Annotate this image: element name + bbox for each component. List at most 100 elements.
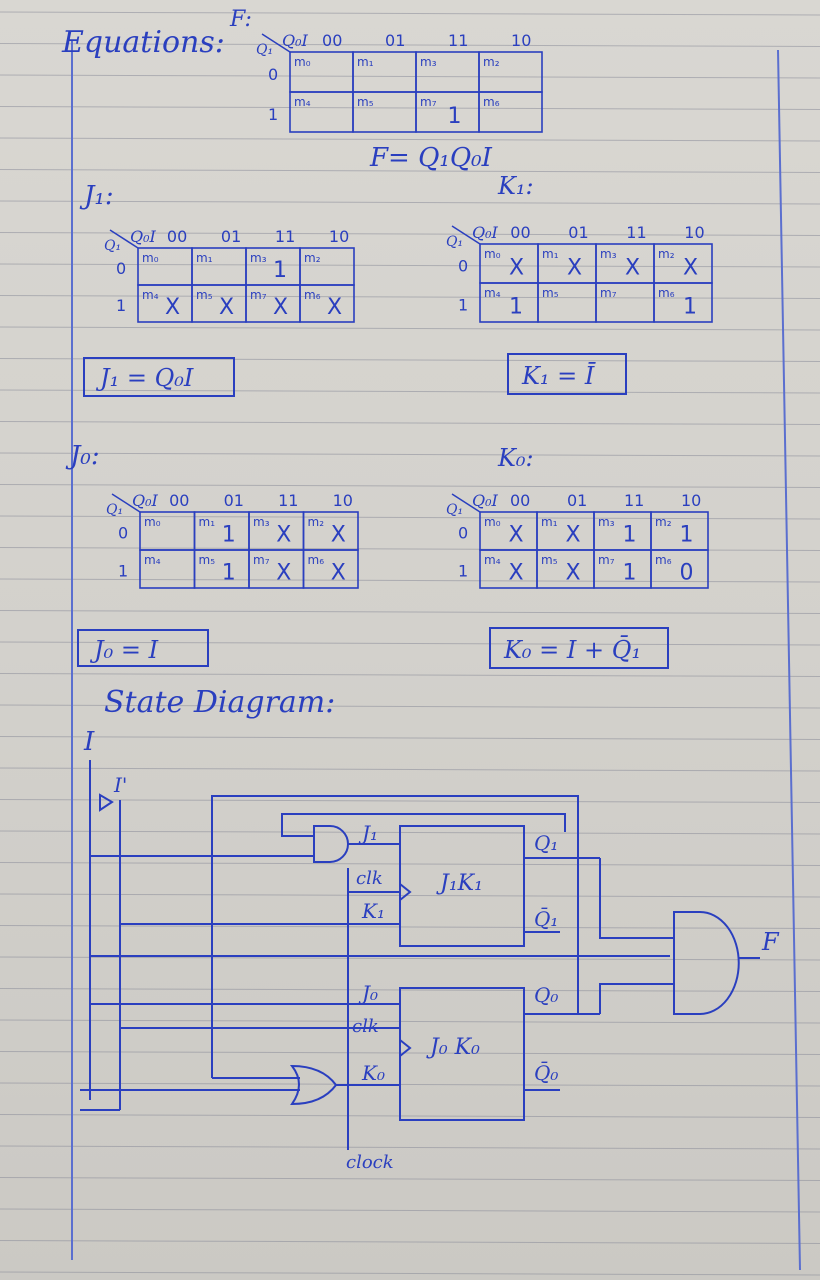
kmap-minterm: m₅ xyxy=(357,95,374,109)
kmap-column-variable: Q₀I xyxy=(130,227,157,246)
kmap-cell-value: X xyxy=(567,255,582,280)
kmap-row-header: 1 xyxy=(268,105,278,124)
kmap-cell-value: X xyxy=(509,523,524,548)
kmap-minterm: m₄ xyxy=(144,553,161,567)
kmap-column-header: 10 xyxy=(684,223,704,242)
kmap-minterm: m₃ xyxy=(598,515,615,529)
kmap-minterm: m₅ xyxy=(196,288,213,302)
kmap-minterm: m₆ xyxy=(304,288,321,302)
kmap-column-header: 01 xyxy=(224,491,244,510)
kmap-column-header: 11 xyxy=(626,223,646,242)
ruled-line xyxy=(0,1271,820,1276)
kmap-minterm: m₀ xyxy=(484,515,501,529)
kmap-cell-value: X xyxy=(327,295,342,320)
ruled-line xyxy=(0,893,820,898)
ruled-line xyxy=(0,11,820,16)
kmap-cell-value: X xyxy=(331,561,346,586)
kmap-row-header: 0 xyxy=(116,259,126,278)
kmap-row-variable: Q₁ xyxy=(104,238,121,254)
kmap-row-header: 0 xyxy=(268,65,278,84)
kmap-row-header: 0 xyxy=(458,524,468,543)
kmap-cell xyxy=(650,549,709,589)
and-input-wire-2 xyxy=(281,813,566,837)
ruled-line xyxy=(0,610,820,614)
kmap-minterm: m₅ xyxy=(199,553,216,567)
kmap-cell xyxy=(478,91,543,133)
kmap-cell-value: X xyxy=(625,255,640,280)
kmap-cell-value: 1 xyxy=(683,294,697,319)
kmap-column-header: 00 xyxy=(167,227,187,246)
kmap-row-header: 1 xyxy=(118,562,128,581)
kmap-minterm: m₂ xyxy=(658,247,675,261)
kmap-column-header: 10 xyxy=(329,227,349,246)
ruled-line xyxy=(0,421,820,425)
kmap-diagonal xyxy=(451,493,481,513)
kmap-minterm: m₇ xyxy=(253,553,270,567)
kmap-minterm: m₂ xyxy=(308,515,325,529)
kmap-minterm: m₂ xyxy=(655,515,672,529)
ff1-k-label: K₁ xyxy=(361,899,385,923)
kmap-cell-value: X xyxy=(273,295,288,320)
kmap-row-variable: Q₁ xyxy=(446,234,463,250)
kmap-cell-value: 1 xyxy=(273,258,287,283)
ruled-line xyxy=(0,925,820,929)
ruled-line xyxy=(0,484,820,488)
output-f-label: F xyxy=(761,928,780,956)
kmap-column-header: 00 xyxy=(322,31,342,50)
kmap-cell-value: X xyxy=(276,561,291,586)
ruled-line xyxy=(0,1240,820,1244)
ruled-line xyxy=(0,389,820,394)
equations-title: Equations: xyxy=(61,25,225,60)
kmap-cell-value: X xyxy=(276,523,291,548)
f-equation: F= Q₁Q₀I xyxy=(369,143,493,173)
ruled-line xyxy=(0,988,820,992)
kmap-column-header: 01 xyxy=(567,491,587,510)
ruled-line xyxy=(0,452,820,457)
f-map-label: F: xyxy=(229,7,252,32)
kmap-cell-value: 1 xyxy=(509,294,523,319)
kmap-minterm: m₄ xyxy=(294,95,311,109)
ff1-qbar-label: Q̄₁ xyxy=(534,906,558,931)
kmap-minterm: m₀ xyxy=(144,515,161,529)
kmap-column-variable: Q₀I xyxy=(472,223,499,242)
feedback-wire-q0 xyxy=(211,795,579,1078)
kmap-cell-value: X xyxy=(566,523,581,548)
ruled-line xyxy=(0,830,820,835)
ff0-clk-label: clk xyxy=(352,1016,379,1037)
kmap-row-variable: Q₁ xyxy=(106,502,123,518)
kmap-cell-value: 1 xyxy=(448,104,462,129)
kmap-column-header: 00 xyxy=(169,491,189,510)
kmap-diagonal xyxy=(451,225,481,245)
kmap-column-header: 01 xyxy=(385,31,405,50)
ff0-q-label: Q₀ xyxy=(534,983,558,1007)
kmap-minterm: m₇ xyxy=(598,553,615,567)
ruled-line xyxy=(0,1208,820,1213)
ruled-line xyxy=(0,799,820,803)
j0-equation: J₀ = I xyxy=(89,636,159,664)
kmap-row-variable: Q₁ xyxy=(256,42,273,58)
ruled-line xyxy=(0,295,820,299)
kmap-minterm: m₅ xyxy=(541,553,558,567)
kmap-column-variable: Q₀I xyxy=(132,491,159,510)
k0-equation: K₀ = I + Q̄₁ xyxy=(503,636,641,664)
kmap-cell-value: X xyxy=(509,255,524,280)
kmap-minterm: m₁ xyxy=(357,55,374,69)
ruled-line xyxy=(0,578,820,583)
input-i-label: I xyxy=(83,727,95,757)
kmap-cell-value: 1 xyxy=(680,523,694,548)
kmap-cell-value: 0 xyxy=(680,561,694,586)
kmap-minterm: m₇ xyxy=(420,95,437,109)
ruled-line xyxy=(0,169,820,173)
j1-equation-box: J₁ = Q₀I xyxy=(83,357,235,397)
kmap-column-variable: Q₀I xyxy=(282,31,309,50)
ff1-clk-label: clk xyxy=(356,868,383,889)
kmap-diagonal xyxy=(111,493,141,513)
kmap-cell-value: X xyxy=(331,523,346,548)
kmap-column-variable: Q₀I xyxy=(472,491,499,510)
kmap-minterm: m₀ xyxy=(294,55,311,69)
ff0-clock-icon xyxy=(399,1039,412,1057)
kmap-minterm: m₇ xyxy=(250,288,267,302)
